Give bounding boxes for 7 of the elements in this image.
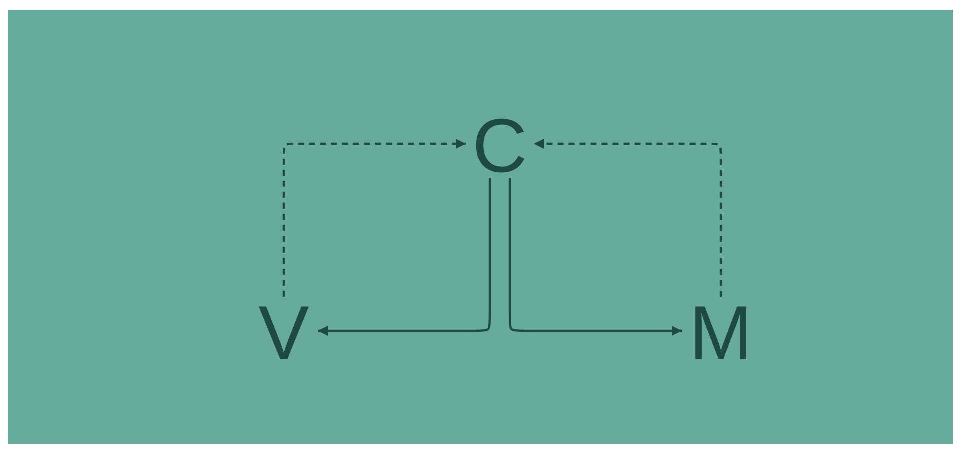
letter-label: V	[258, 305, 310, 363]
letter-label: M	[690, 305, 752, 363]
arrow	[282, 139, 466, 297]
letter-label: C	[470, 118, 530, 176]
arrow	[318, 178, 492, 336]
arrow	[534, 139, 722, 297]
arrow	[508, 178, 682, 336]
